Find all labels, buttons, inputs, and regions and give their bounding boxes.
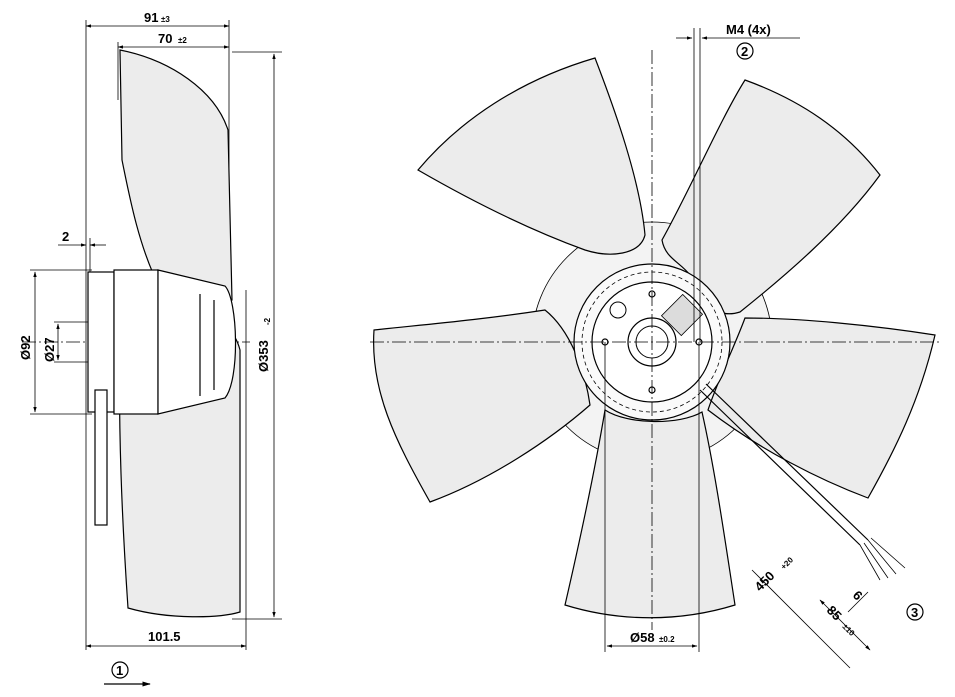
dim-85-value: 85: [824, 603, 845, 624]
callout-3-circle: [906, 603, 924, 621]
dim-91-tol: ±3: [161, 15, 170, 24]
dim-70-tol: ±2: [178, 36, 187, 45]
side-cable: [94, 389, 108, 526]
side-motor-flange: [87, 271, 115, 413]
dim-450-line: [751, 569, 851, 669]
side-upper-blade: [119, 49, 233, 303]
front-cable-b: [705, 383, 869, 541]
callout-2-circle: [736, 42, 754, 60]
dim-450-tol: +20: [779, 555, 795, 571]
front-rating-label: [660, 293, 704, 337]
dim-2-value: 2: [62, 229, 69, 244]
front-blade-top-left: [417, 57, 646, 255]
front-view: M4 (4x) 2 Ø58 ±0.2 450 +20 85 ±10 6 3: [370, 22, 940, 669]
dim-85-tol: ±10: [841, 622, 857, 638]
side-motor-body: [113, 269, 159, 415]
callout-1-label: 1: [116, 663, 123, 678]
dim-353-tol: -2: [263, 317, 272, 325]
side-view: 91 ±3 70 ±2 2 Ø92 Ø27 Ø353 -2 101.5 1: [18, 10, 282, 687]
dim-58-value: Ø58: [630, 630, 655, 645]
dim-27-value: Ø27: [42, 337, 57, 362]
dim-450-value: 450: [752, 568, 778, 594]
side-rotor: [157, 269, 237, 415]
dim-6-ext: [847, 591, 869, 613]
front-blade-bottom: [564, 408, 736, 619]
m4-label: M4 (4x): [726, 22, 771, 37]
dim-101-value: 101.5: [148, 629, 181, 644]
dim-92-value: Ø92: [18, 335, 33, 360]
callout-2-label: 2: [741, 44, 748, 59]
dim-70-value: 70: [158, 31, 172, 46]
callout-3-label: 3: [911, 605, 918, 620]
front-balance-hole: [609, 301, 627, 319]
dim-6-value: 6: [850, 588, 866, 604]
dim-353-value: Ø353: [256, 340, 271, 372]
front-blade-right: [707, 317, 936, 499]
dim-91-value: 91: [144, 10, 158, 25]
front-cable-wires: [859, 537, 906, 581]
dim-58-tol: ±0.2: [659, 635, 675, 644]
dim-85-line: [819, 599, 871, 651]
front-cable-a: [699, 389, 861, 546]
callout-1-circle: [111, 661, 129, 679]
front-blade-left: [372, 309, 591, 503]
